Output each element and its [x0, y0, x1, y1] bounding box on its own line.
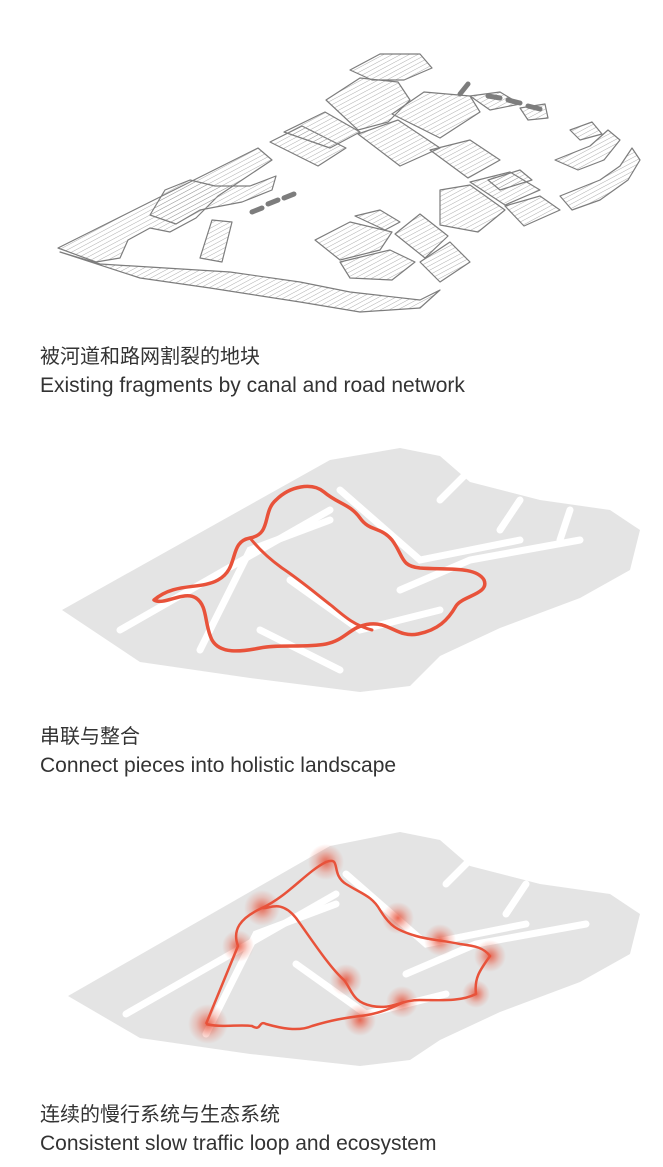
caption-en: Consistent slow traffic loop and ecosyst…: [40, 1132, 437, 1155]
panel-existing-fragments: 被河道和路网割裂的地块 Existing fragments by canal …: [0, 0, 663, 410]
site-map-gray-icon: [62, 448, 640, 692]
caption-cn: 连续的慢行系统与生态系统: [40, 1102, 280, 1126]
caption-en: Connect pieces into holistic landscape: [40, 754, 397, 777]
caption-en: Existing fragments by canal and road net…: [40, 374, 465, 397]
site-map-gray-icon: [68, 832, 640, 1066]
caption-cn: 串联与整合: [40, 724, 140, 748]
site-map-hatched-icon: [57, 53, 641, 313]
panel-slow-traffic-loop: 连续的慢行系统与生态系统 Consistent slow traffic loo…: [0, 810, 663, 1167]
red-loop-icon: [152, 484, 487, 653]
panel-connect-pieces: 串联与整合 Connect pieces into holistic lands…: [0, 430, 663, 790]
caption-cn: 被河道和路网割裂的地块: [40, 344, 260, 368]
glow-node-icon: [188, 844, 506, 1044]
